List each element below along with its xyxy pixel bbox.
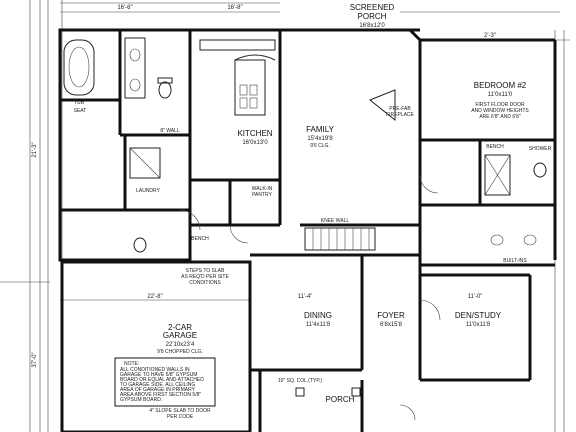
laundry-label: LAUNDRY [136, 188, 160, 194]
note-line-1: ALL CONDITIONED WALLS IN [120, 367, 190, 373]
dim-left-side-2: 21'-3" [32, 142, 38, 157]
knee-wall-label: KNEE WALL [321, 218, 350, 224]
kitchen-label: KITCHEN [237, 129, 272, 138]
kitchen-size: 16'0x13'0 [242, 140, 268, 146]
tub-label: TUB [74, 100, 85, 106]
dim-left-side: 37'-0" [32, 352, 38, 367]
porch-label: PORCH [326, 395, 355, 404]
seat-label: SEAT [74, 108, 87, 114]
dim-den-width: 11'-0" [468, 294, 483, 300]
note-line-4: TO GARAGE SIDE. ALL CEILING [120, 382, 195, 388]
garage-label-2: GARAGE [163, 331, 197, 340]
foyer-size: 6'8x15'8 [380, 322, 403, 328]
den-label: DEN/STUDY [455, 311, 502, 320]
note-line-2: GARAGE TO HAVE 5/8" GYPSUM [120, 372, 197, 378]
dim-top-mid: 16'-8" [227, 5, 242, 11]
bedroom2-label: BEDROOM #2 [474, 81, 527, 90]
garage-note-box: NOTE: ALL CONDITIONED WALLS IN GARAGE TO… [114, 357, 216, 407]
note-title: NOTE: [124, 361, 139, 367]
foyer-label: FOYER [377, 311, 405, 320]
slope-note: 4" SLOPE SLAB TO DOOR [149, 408, 211, 414]
note-line-5: AREA OF GARAGE IN PRIMARY [120, 387, 196, 393]
family-size: 15'4x19'8 [307, 136, 333, 142]
note-line-3: BOARD OR EQUAL AND ATTACHED [120, 377, 204, 383]
screened-porch-size: 16'8x12'0 [359, 23, 385, 29]
dining-size: 11'4x11'8 [306, 322, 331, 328]
steps-note-3: CONDITIONS [189, 280, 221, 286]
steps-note-2: AS REQ'D PER SITE [181, 274, 229, 280]
floor-note-1: FIRST FLOOR DOOR [475, 102, 525, 108]
bedroom2-size: 11'0x11'0 [488, 92, 513, 98]
bench-label: BENCH [191, 236, 209, 242]
garage-label: 2-CAR [168, 323, 192, 332]
den-size: 11'0x11'8 [466, 322, 491, 328]
built-ins-label: BUILT-INS [503, 258, 527, 264]
floor-note-2: AND WINDOW HEIGHTS [471, 108, 529, 114]
dimension-labels: 16'-6" 16'-8" 22'-8" 2'-3" 11'-4" 11'-0"… [32, 5, 496, 368]
pantry-label-2: PANTRY [252, 192, 272, 198]
floor-note-3: ARE 6'8" AND 6'8" [479, 114, 521, 120]
dim-right-top: 2'-3" [484, 33, 496, 39]
dining-label: DINING [304, 311, 332, 320]
slope-note-2: PER CODE [167, 414, 194, 420]
shower-label: SHOWER [529, 146, 552, 152]
garage-size: 22'10x23'4 [166, 342, 195, 348]
family-label: FAMILY [306, 125, 335, 134]
fireplace-label-2: FIREPLACE [386, 112, 414, 118]
dim-garage-width: 22'-8" [147, 294, 162, 300]
screened-porch-label: SCREENED [350, 3, 395, 12]
pantry-label: WALK-IN [252, 186, 273, 192]
note-line-7: GYPSUM BOARD. [120, 397, 162, 403]
walls [58, 28, 557, 432]
annotation-labels: PRE-FAB FIREPLACE FIRST FLOOR DOOR AND W… [74, 100, 552, 420]
dim-dining-width: 11'-4" [298, 294, 313, 300]
fixtures [63, 37, 547, 421]
fireplace-label: PRE-FAB [389, 106, 411, 112]
stairs [304, 227, 376, 251]
dim-top-left: 16'-6" [117, 5, 132, 11]
bench2-label: BENCH [486, 144, 504, 150]
garage-ceiling-note: 9'8 CHOPPED CLG. [157, 349, 203, 355]
room-labels: SCREENED PORCH 16'8x12'0 KITCHEN 16'0x13… [157, 3, 527, 404]
knee-wall-label-2: 8" WALL [160, 128, 180, 134]
note-line-6: AREA ABOVE FIRST SECTION 5/8" [120, 392, 201, 398]
family-ceiling-note: 9'6 CLG. [310, 143, 330, 149]
column-note: 10" SQ. COL.(TYP.) [278, 378, 323, 384]
screened-porch-label-2: PORCH [358, 12, 387, 21]
steps-note-1: STEPS TO SLAB [186, 268, 225, 274]
